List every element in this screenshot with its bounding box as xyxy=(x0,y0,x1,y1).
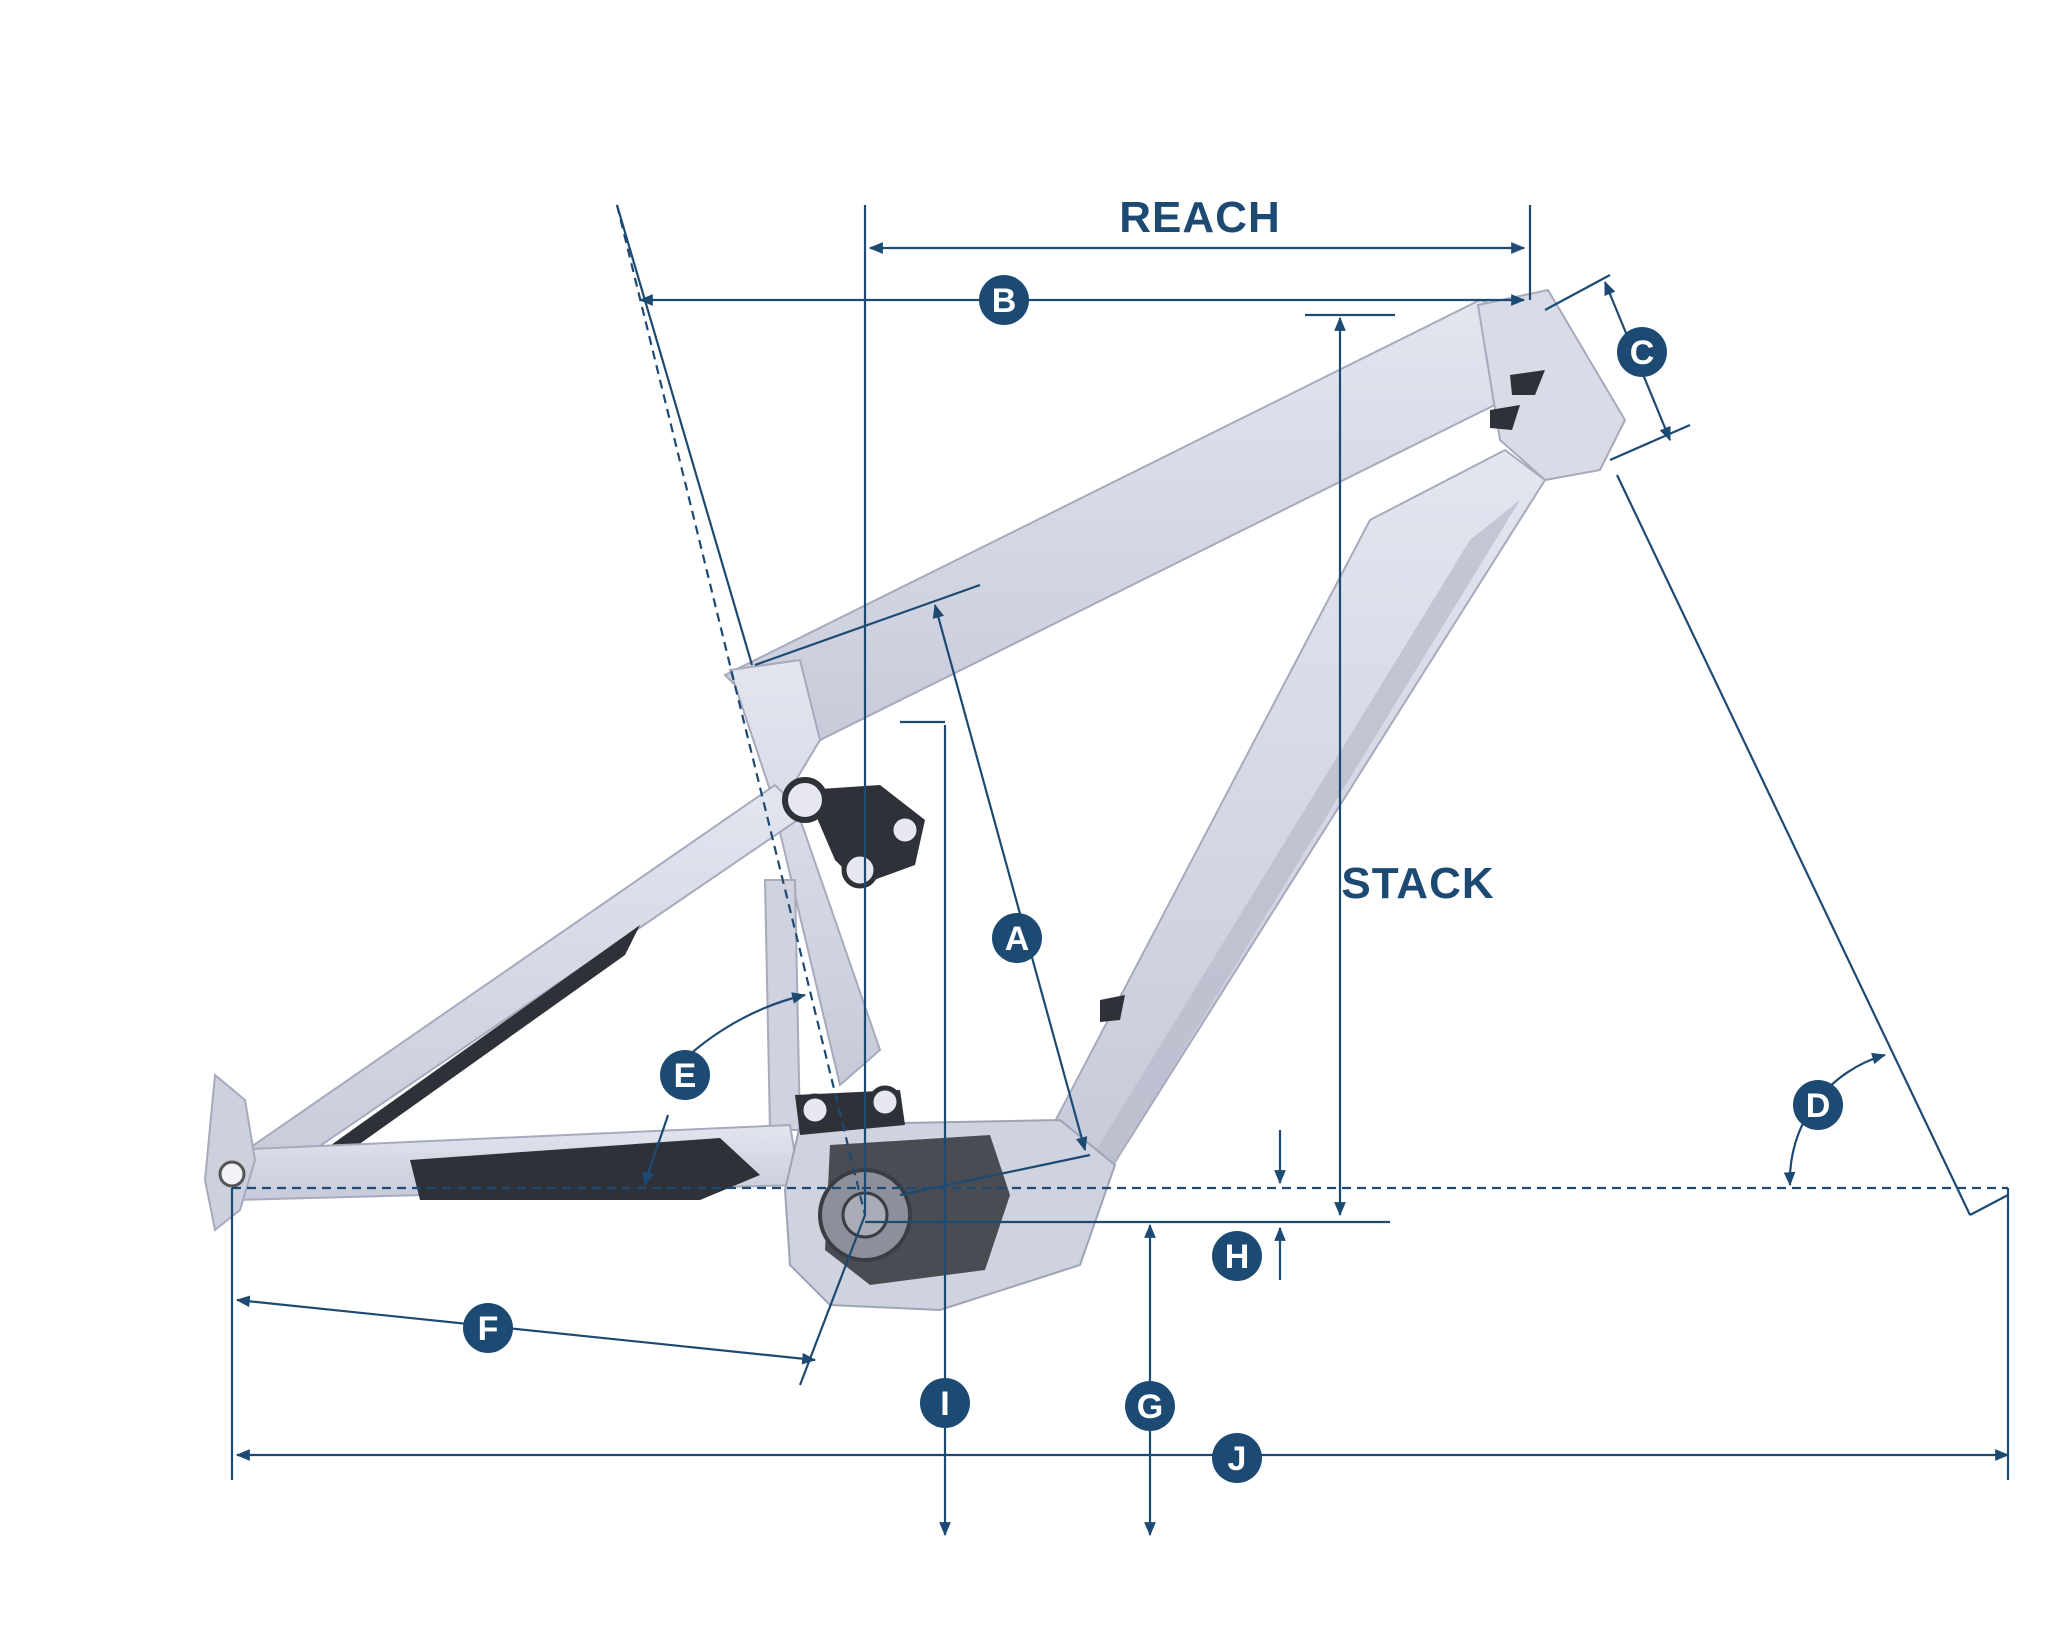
f-line xyxy=(235,1295,817,1365)
badge-i-text: I xyxy=(940,1385,949,1423)
badge-d-text: D xyxy=(1806,1087,1831,1125)
badge-j-text: J xyxy=(1228,1440,1247,1478)
c-ext-top xyxy=(1544,274,1611,311)
head-angle-line xyxy=(1616,474,1971,1216)
badge-c-text: C xyxy=(1630,334,1655,372)
badge-d: D xyxy=(1793,1080,1843,1130)
seat-stay-dark-insert xyxy=(310,925,640,1165)
chain-stay-guard xyxy=(410,1138,760,1200)
badge-g-text: G xyxy=(1137,1388,1163,1426)
stack-label: STACK xyxy=(1341,859,1494,908)
badge-b-text: B xyxy=(992,282,1017,320)
badge-g: G xyxy=(1125,1381,1175,1431)
seat-tube xyxy=(728,658,882,1087)
rocker-pivot-top xyxy=(782,777,828,823)
down-tube-port xyxy=(1100,995,1125,1022)
rocker-pivot-bottom xyxy=(841,851,879,889)
c-ext-bottom xyxy=(1609,423,1691,462)
badge-a-text: A xyxy=(1005,920,1030,958)
badge-a: A xyxy=(992,913,1042,963)
badge-i: I xyxy=(920,1378,970,1428)
down-tube-shadow xyxy=(1090,500,1520,1170)
badge-f: F xyxy=(463,1303,513,1353)
badge-f-text: F xyxy=(478,1310,499,1348)
reach-label: REACH xyxy=(1119,193,1280,242)
rear-axle xyxy=(218,1160,246,1188)
cable-port-top xyxy=(1510,370,1545,395)
badge-h: H xyxy=(1212,1231,1262,1281)
f-right-ext xyxy=(798,1214,867,1386)
seat-angle-line xyxy=(615,204,754,666)
cable-port-bottom xyxy=(1490,405,1520,430)
badge-e-text: E xyxy=(674,1057,697,1095)
dimension-lines xyxy=(230,204,2010,1537)
lower-pivot-left xyxy=(798,1093,832,1127)
lower-pivot-right xyxy=(868,1085,902,1119)
bike-frame xyxy=(203,288,1627,1312)
seat-stay xyxy=(222,783,807,1182)
badge-b: B xyxy=(979,275,1029,325)
badge-c: C xyxy=(1617,327,1667,377)
badge-h-text: H xyxy=(1225,1238,1250,1276)
seat-tube-axis-dashed xyxy=(615,204,867,1216)
head-angle-foot xyxy=(1969,1194,2009,1216)
rocker-pivot-right xyxy=(888,813,922,847)
badge-j: J xyxy=(1212,1433,1262,1483)
badge-e: E xyxy=(660,1050,710,1100)
rear-dropout xyxy=(203,1073,257,1232)
a-ext-bottom xyxy=(899,1153,1091,1197)
head-tube xyxy=(1476,288,1627,482)
a-line xyxy=(932,603,1088,1152)
e-arc-bottom xyxy=(642,1114,670,1187)
a-ext-top xyxy=(754,583,981,667)
